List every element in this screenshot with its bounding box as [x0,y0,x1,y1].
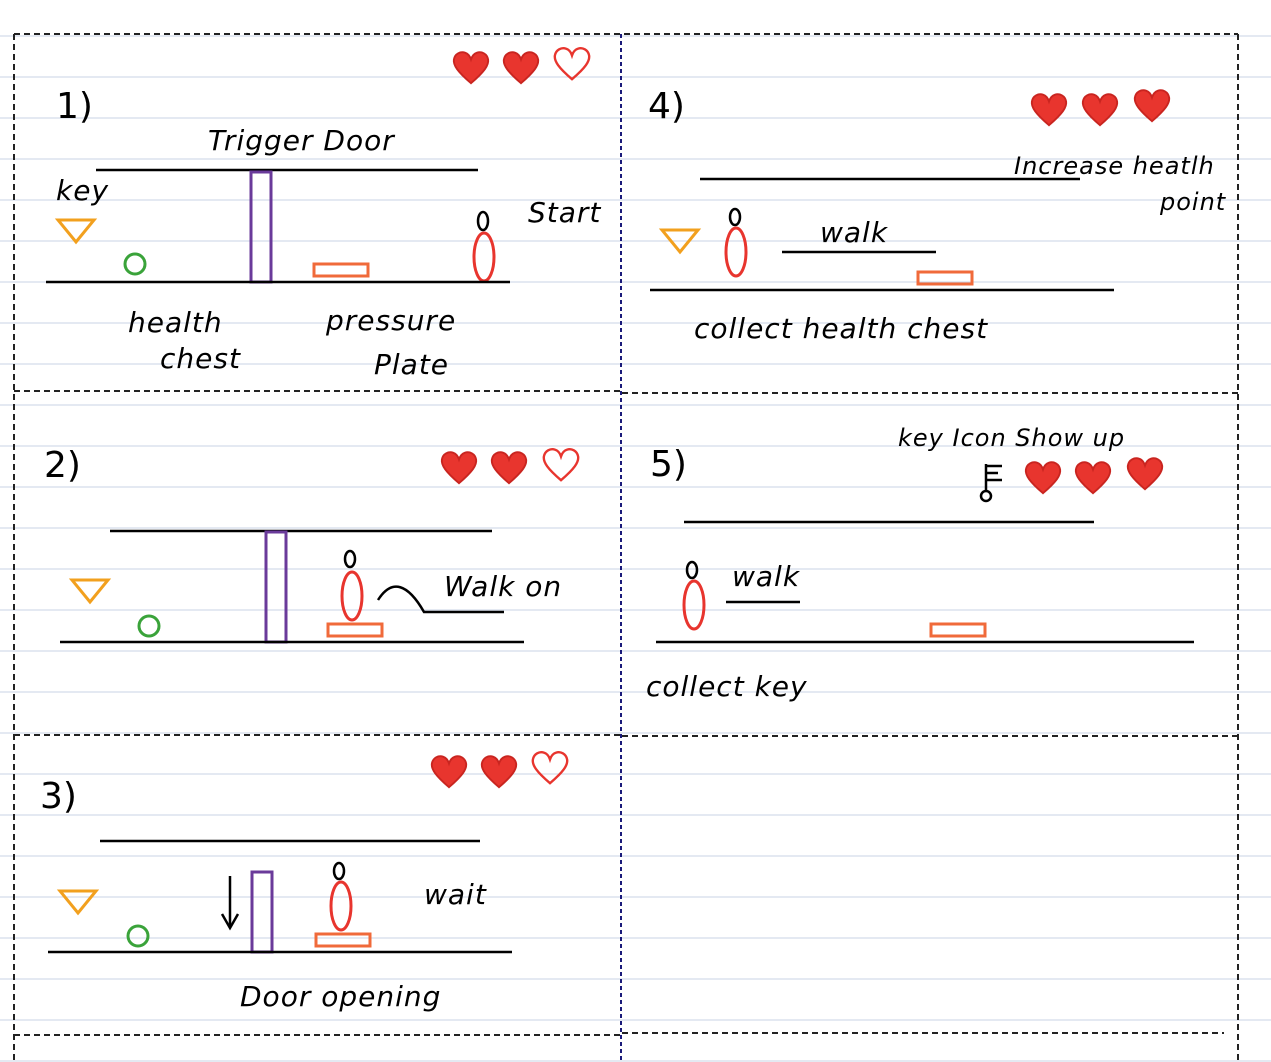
panel-number: 1) [56,86,93,127]
panel-number: 2) [44,445,81,486]
label-wait: wait [424,878,487,911]
panel-5: 5) key Icon Show up walk collect key [646,424,1194,703]
label-walk: walk [820,216,889,249]
label-plate: Plate [374,348,449,381]
heart-full-icon [1126,457,1164,491]
heart-empty-icon [553,46,591,81]
label-walk-on: Walk on [444,570,562,603]
player-body [682,579,706,631]
key-inventory-icon [979,464,1002,503]
heart-full-icon [430,755,468,789]
panel-3: 3) wait Door opening [40,750,569,1013]
door [264,530,288,644]
player-body [340,570,364,622]
player-head [343,549,357,569]
panel-borders [13,33,1239,1062]
panel-number: 4) [648,86,685,127]
label-pressure: pressure [325,304,456,337]
label-start: Start [528,196,601,229]
label-collect-key: collect key [646,670,808,703]
label-collect-health-chest: collect health chest [694,312,988,345]
pressure-plate [326,622,384,638]
heart-full-icon [1081,93,1119,127]
pressure-plate [929,622,987,638]
heart-full-icon [1030,93,1068,127]
player-body [724,226,748,278]
label-door-opening: Door opening [240,980,441,1013]
player-body [472,231,496,283]
health-chest-icon [137,614,161,638]
heart-full-icon [452,51,490,85]
panel-number: 3) [40,776,77,817]
pressure-plate [314,932,372,948]
door [249,170,273,284]
heart-full-icon [490,451,528,485]
pressure-plate [916,270,974,286]
heart-full-icon [1074,461,1112,495]
player-head [476,210,490,232]
label-chest: chest [160,342,241,375]
key-icon [658,228,702,255]
label-trigger-door: Trigger Door [208,124,395,157]
arrow-down-icon [220,876,240,931]
pressure-plate [312,262,370,278]
health-chest-icon [123,252,147,276]
panel-1: 1) Trigger Door key Start health chest p… [46,46,601,381]
player-head [332,861,346,881]
label-key: key [56,174,109,207]
door [250,870,274,954]
key-icon [68,578,112,605]
label-increase-health: Increase heatlh [1014,152,1215,180]
key-icon [56,889,100,916]
heart-empty-icon [531,750,569,785]
ruled-lines [0,35,1271,1062]
label-walk: walk [732,560,801,593]
heart-full-icon [440,451,478,485]
heart-full-icon [1133,89,1171,123]
label-point: point [1159,188,1227,216]
heart-full-icon [480,755,518,789]
panel-4: 4) Increase heatlh point walk collect he… [648,86,1227,345]
health-chest-icon [126,924,150,948]
player-body [329,880,353,932]
player-head [728,207,742,227]
heart-full-icon [1024,461,1062,495]
label-health: health [128,306,223,339]
player-head [685,560,699,580]
key-icon [54,218,98,245]
heart-full-icon [502,51,540,85]
heart-empty-icon [542,447,580,482]
callout-line [376,585,504,614]
panel-number: 5) [650,444,687,485]
panel-2: 2) Walk on [44,445,580,644]
label-key-icon-show-up: key Icon Show up [898,424,1125,452]
